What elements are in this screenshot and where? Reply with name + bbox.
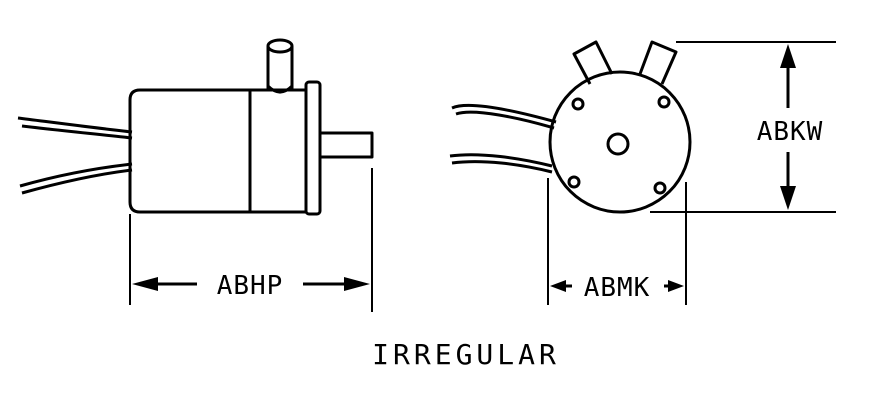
diagram-caption: IRREGULAR [372,338,560,371]
top-terminal-post [266,38,294,94]
end-view: ABMK ABKW [449,40,836,305]
side-view-lead-wires [17,116,133,195]
shaft-hole [606,132,630,156]
side-view: ABHP [17,38,374,312]
height-label: ABKW [757,117,824,147]
width-label: ABMK [584,273,651,303]
height-dimension: ABKW [757,44,824,210]
output-shaft [320,131,374,159]
end-view-lead-wires [449,103,557,174]
length-dimension: ABHP [132,271,370,301]
width-dimension: ABMK [550,273,684,303]
end-view-terminal-posts [572,40,678,85]
mounting-flange [304,80,322,216]
motor-body [128,88,308,214]
mounting-holes [567,95,671,195]
motor-end-face [548,70,692,214]
length-label: ABHP [217,271,284,301]
